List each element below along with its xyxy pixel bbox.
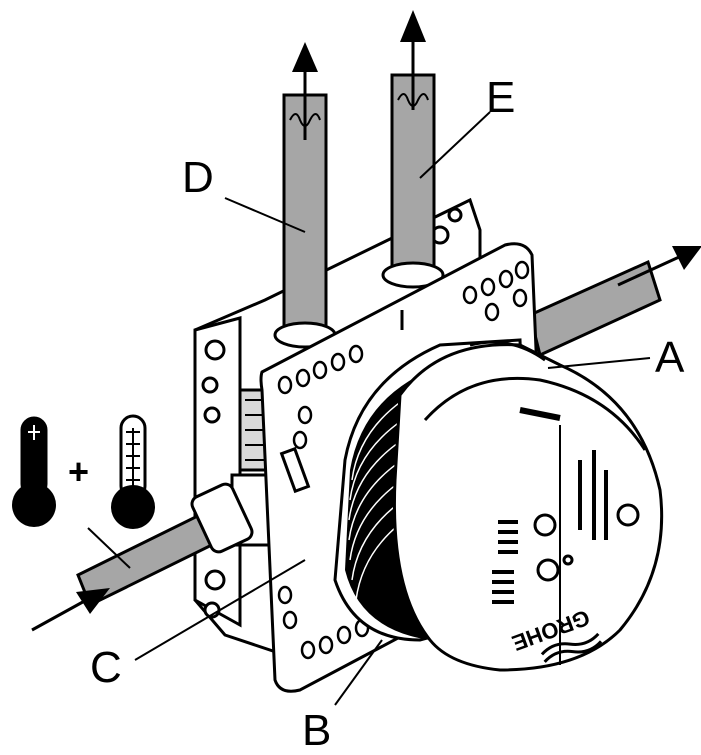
arrow-head-d xyxy=(292,42,318,72)
leader-lines xyxy=(87,111,651,706)
plus-sign: + xyxy=(68,451,89,492)
leader-d xyxy=(224,197,306,233)
scale-markings xyxy=(492,450,608,604)
leader-b xyxy=(334,639,383,706)
leader-a xyxy=(547,357,651,369)
callout-d: D xyxy=(182,153,214,202)
callout-a: A xyxy=(655,333,685,382)
thermometer-cold-icon xyxy=(111,414,155,529)
pipe-e xyxy=(381,10,445,289)
leader-inlet xyxy=(87,527,131,569)
valve-symbols xyxy=(533,503,640,582)
arrow-head-a xyxy=(672,246,701,270)
leader-e xyxy=(419,111,491,179)
callout-b: B xyxy=(302,706,331,755)
thermometer-hot-icon xyxy=(12,416,56,527)
callout-e: E xyxy=(486,73,515,122)
callout-c: C xyxy=(90,643,122,692)
pipe-d xyxy=(273,42,337,349)
inlet-pipe xyxy=(31,482,254,632)
front-plate-holes xyxy=(277,260,530,660)
thermostat-cover: GROHE xyxy=(392,340,664,672)
arrow-head-e xyxy=(400,10,426,42)
leader-c xyxy=(134,559,306,661)
arrow-head-inlet xyxy=(76,588,110,614)
